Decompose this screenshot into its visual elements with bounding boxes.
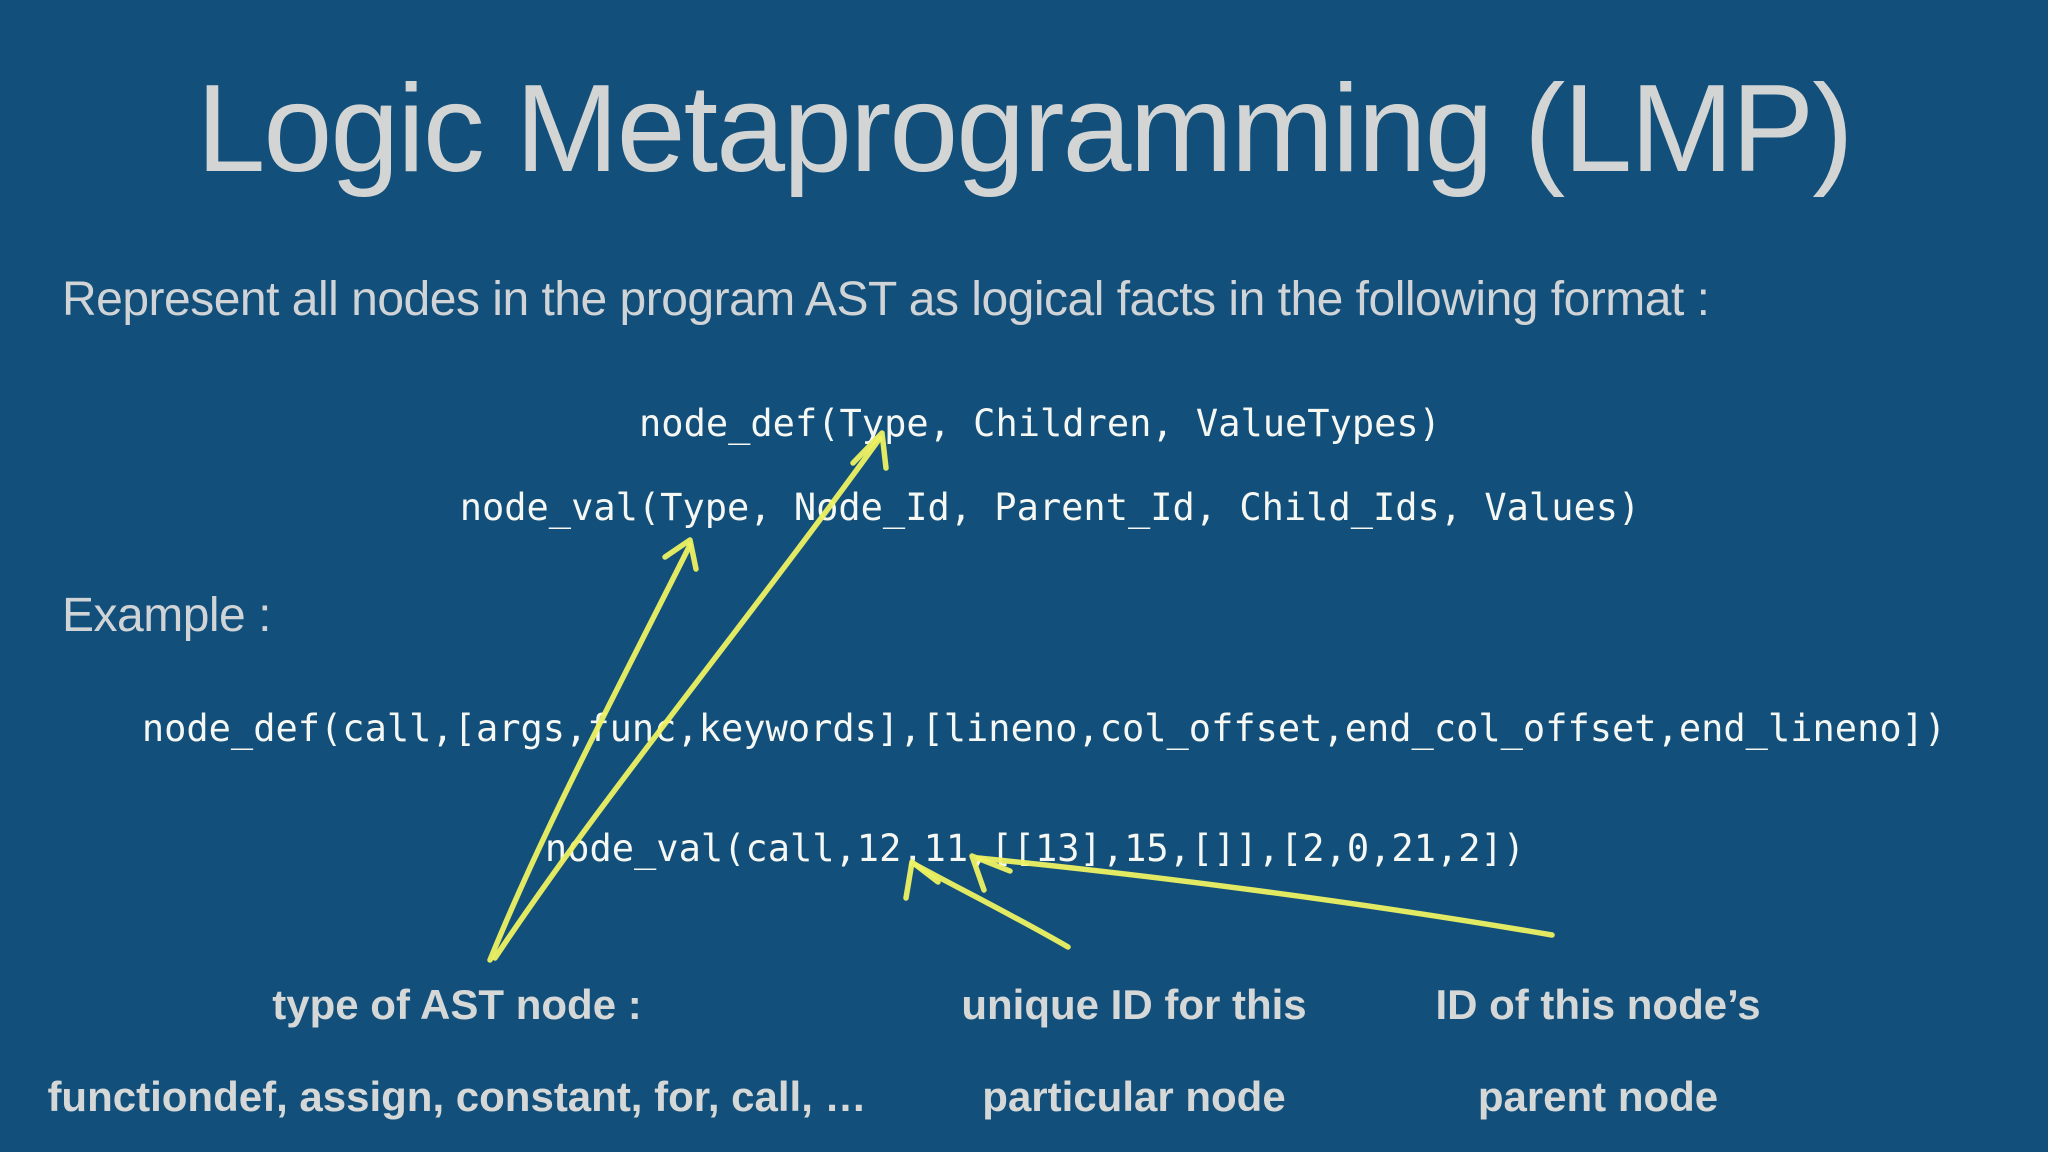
annotation-unique-id: unique ID for this particular node bbox=[961, 959, 1306, 1143]
format-line-node-def: node_def(Type, Children, ValueTypes) bbox=[639, 402, 1441, 445]
annotation-node-type: type of AST node : functiondef, assign, … bbox=[47, 959, 866, 1143]
annotation-node-type-line1: type of AST node : bbox=[272, 981, 642, 1028]
arrow-type-to-node-val-head bbox=[662, 537, 699, 572]
annotation-unique-id-line2: particular node bbox=[982, 1073, 1286, 1120]
annotation-node-type-line2: functiondef, assign, constant, for, call… bbox=[47, 1073, 867, 1120]
annotation-parent-id-line2: parent node bbox=[1477, 1073, 1719, 1120]
arrow-type-to-node-val bbox=[487, 542, 693, 963]
arrow-unique-id-to-example bbox=[913, 862, 1071, 950]
example-line-node-val: node_val(call,12,11,[[13],15,[]],[2,0,21… bbox=[544, 827, 1526, 870]
example-heading: Example : bbox=[62, 589, 271, 642]
annotation-parent-id: ID of this node’s parent node bbox=[1435, 959, 1760, 1143]
slide-title: Logic Metaprogramming (LMP) bbox=[196, 60, 1853, 198]
format-line-node-val: node_val(Type, Node_Id, Parent_Id, Child… bbox=[459, 486, 1641, 529]
annotation-parent-id-line1: ID of this node’s bbox=[1435, 981, 1761, 1028]
example-line-node-def: node_def(call,[args,func,keywords],[line… bbox=[141, 707, 1947, 750]
annotation-unique-id-line1: unique ID for this bbox=[961, 981, 1307, 1028]
intro-text: Represent all nodes in the program AST a… bbox=[62, 273, 1710, 326]
